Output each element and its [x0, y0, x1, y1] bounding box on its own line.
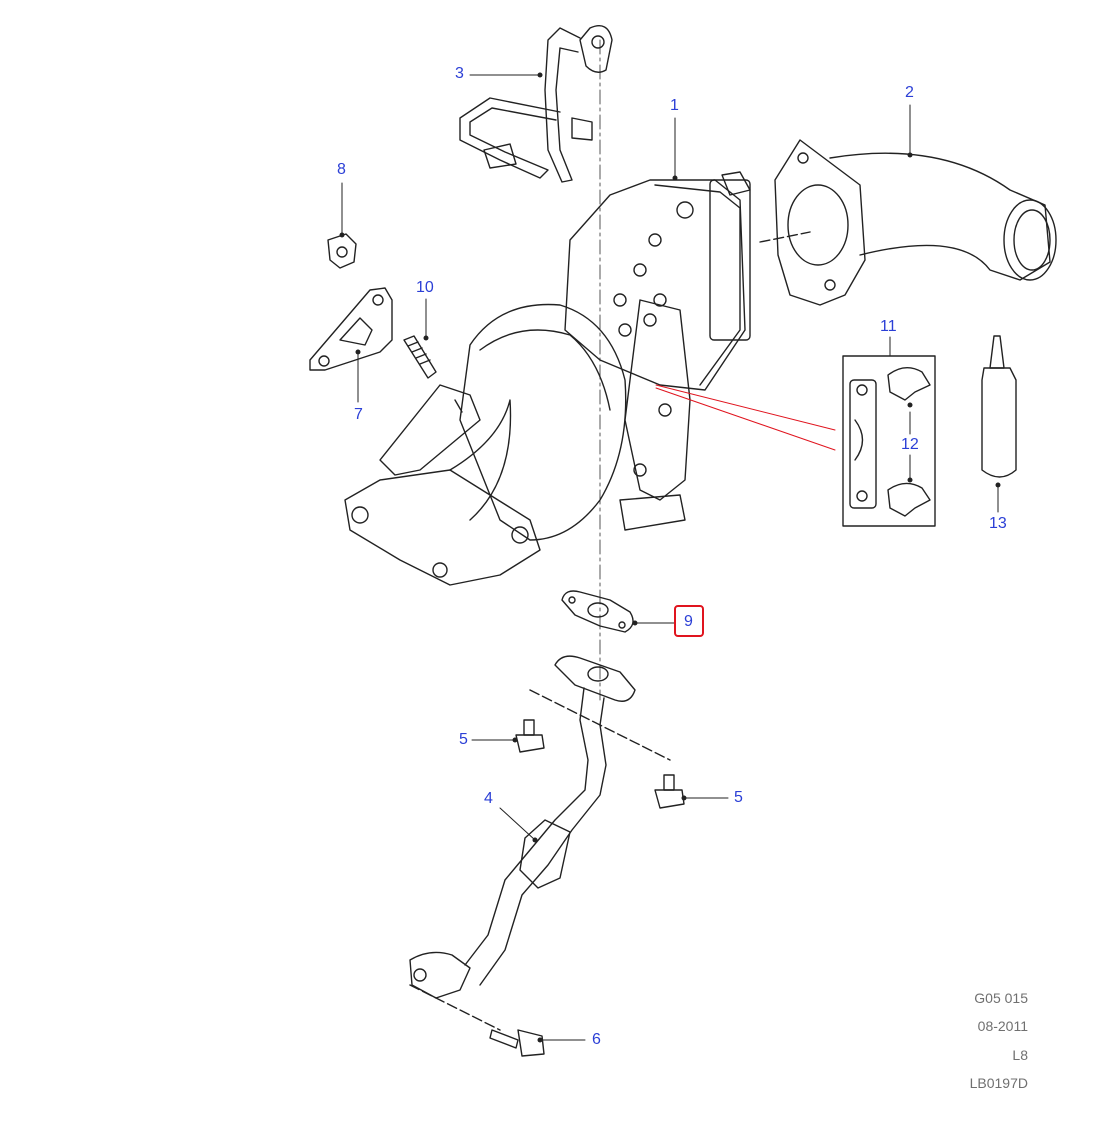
callout-13[interactable]: 13	[989, 515, 1007, 532]
drawing-reference: LB0197D	[969, 1075, 1028, 1091]
callout-8[interactable]: 8	[337, 161, 346, 178]
callout-2[interactable]: 2	[905, 84, 914, 101]
part-8-nut	[327, 233, 357, 269]
callout-5-right[interactable]: 5	[734, 789, 743, 806]
part-4-oil-return-pipe	[409, 655, 671, 1031]
leader-dots	[339, 72, 1001, 1043]
part-11-gasket-kit	[842, 355, 936, 527]
part-1-turbocharger	[344, 171, 836, 586]
part-10-stud	[403, 335, 437, 379]
callout-7[interactable]: 7	[354, 406, 363, 423]
drawing-model: L8	[1012, 1047, 1028, 1063]
part-5-bolt-left	[515, 719, 545, 753]
part-2-intake-elbow	[759, 139, 1057, 306]
selected-callout-outline	[674, 605, 704, 637]
callout-6[interactable]: 6	[592, 1031, 601, 1048]
drawing-date: 08-2011	[977, 1018, 1028, 1034]
leader-lines	[341, 74, 999, 1041]
callout-12[interactable]: 12	[901, 436, 919, 453]
part-7-gasket	[309, 287, 393, 371]
part-13-sealant-tube	[981, 335, 1017, 478]
drawing-code: G05 015	[974, 990, 1028, 1006]
part-5-bolt-right	[654, 774, 685, 809]
callout-1[interactable]: 1	[670, 97, 679, 114]
part-9-gasket	[561, 590, 634, 633]
callout-5-left[interactable]: 5	[459, 731, 468, 748]
callout-4[interactable]: 4	[484, 790, 493, 807]
callout-9[interactable]: 9	[684, 613, 693, 630]
part-3-oil-feed-pipe	[459, 25, 613, 183]
callout-3[interactable]: 3	[455, 65, 464, 82]
part-6-bolt	[489, 1029, 545, 1057]
callout-11[interactable]: 11	[880, 318, 897, 335]
callout-10[interactable]: 10	[416, 279, 434, 296]
